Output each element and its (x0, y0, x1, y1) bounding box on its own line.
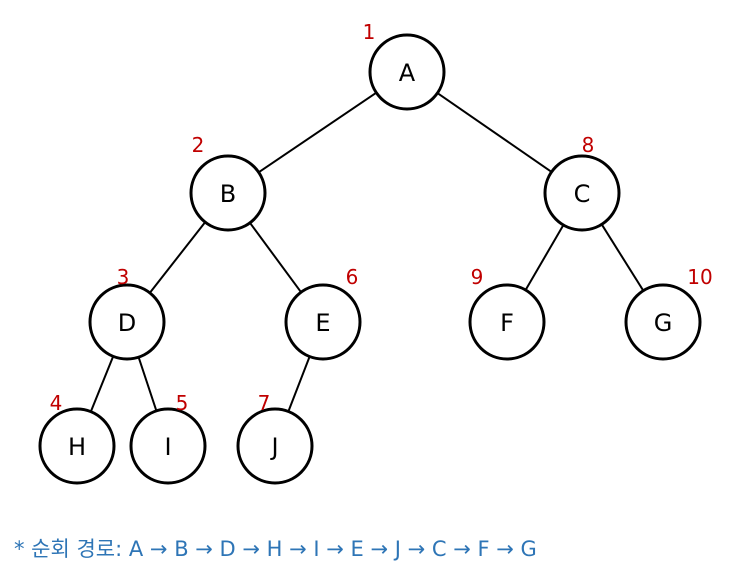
node-label-b: B (220, 180, 236, 208)
node-label-h: H (68, 433, 86, 461)
visit-order-label-g: 10 (687, 265, 712, 289)
visit-order-label-j: 7 (258, 391, 271, 415)
visit-order-label-d: 3 (117, 265, 130, 289)
node-circle-j (236, 407, 314, 485)
edge-e-j (287, 356, 311, 412)
tree-node-a: A1 (363, 20, 446, 111)
tree-node-g: G 10 (624, 265, 713, 361)
node-circle-b (189, 154, 267, 232)
tree-node-i: I5 (129, 391, 207, 485)
node-circle-d (88, 283, 166, 361)
node-label-f: F (500, 309, 514, 337)
tree-node-h: H4 (38, 391, 116, 485)
node-circle-e (284, 283, 362, 361)
node-label-a: A (399, 59, 416, 87)
visit-order-label-b: 2 (192, 133, 205, 157)
visit-order-label-c: 8 (582, 133, 595, 157)
node-label-c: C (574, 180, 591, 208)
node-circle-i (129, 407, 207, 485)
visit-order-label-a: 1 (363, 20, 376, 44)
node-circle-c (543, 154, 621, 232)
tree-node-f: F9 (468, 265, 546, 361)
node-label-d: D (118, 309, 136, 337)
tree-node-b: B2 (189, 133, 267, 232)
visit-order-label-i: 5 (176, 391, 189, 415)
node-label-e: E (315, 309, 330, 337)
edge-b-e (249, 222, 302, 293)
edge-a-b (258, 91, 377, 174)
visit-order-label-h: 4 (50, 391, 63, 415)
edge-b-d (149, 221, 206, 294)
edge-a-c (436, 92, 553, 173)
visit-order-label-f: 9 (471, 265, 484, 289)
node-label-i: I (164, 433, 171, 461)
tree-edges (89, 91, 645, 413)
node-circle-h (38, 407, 116, 485)
traversal-path-caption: * 순회 경로: A → B → D → H → I → E → J → C →… (14, 537, 537, 561)
tree-node-d: D3 (88, 265, 166, 361)
node-circle-g (624, 283, 702, 361)
edge-c-g (600, 223, 645, 292)
tree-node-e: E6 (284, 265, 362, 361)
edge-c-f (524, 224, 565, 291)
edge-d-h (89, 355, 115, 413)
node-circle-a (368, 33, 446, 111)
node-label-j: J (269, 433, 278, 461)
tree-node-c: C8 (543, 133, 621, 232)
edge-d-i (137, 356, 158, 412)
visit-order-label-e: 6 (346, 265, 359, 289)
node-label-g: G (654, 309, 673, 337)
tree-node-j: J7 (236, 391, 314, 485)
node-circle-f (468, 283, 546, 361)
